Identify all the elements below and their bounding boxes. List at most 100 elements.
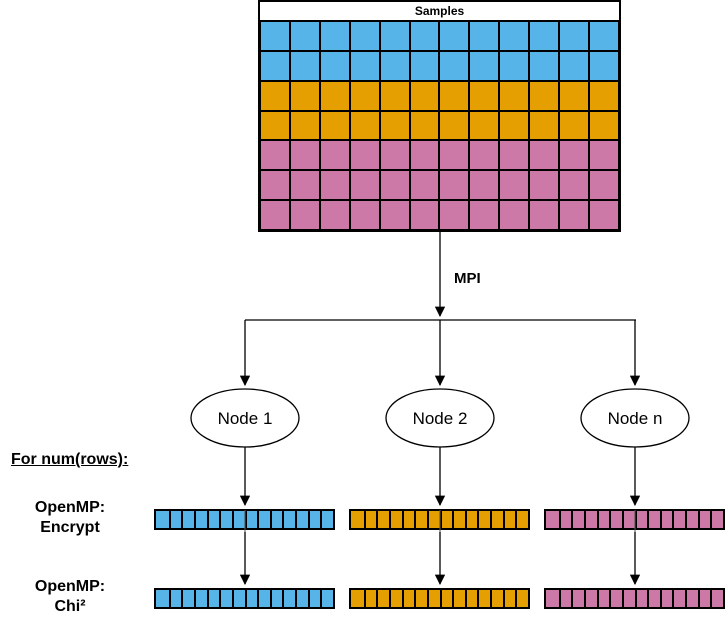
sample-cell-pink bbox=[349, 170, 380, 201]
bar-cell-orange bbox=[376, 511, 389, 528]
bar-cell-blue bbox=[219, 511, 232, 528]
bar-cell-pink bbox=[546, 590, 559, 607]
bar-cell-orange bbox=[426, 511, 440, 528]
samples-table-header: Samples bbox=[260, 2, 619, 21]
sample-cell-orange bbox=[319, 80, 350, 111]
bar-cell-blue bbox=[282, 590, 296, 607]
sample-cell-orange bbox=[559, 110, 590, 141]
bar-cell-pink bbox=[685, 590, 698, 607]
openmp-encrypt-line1: OpenMP: bbox=[34, 499, 106, 516]
bar-cell-blue bbox=[181, 511, 194, 528]
sample-cell-pink bbox=[439, 140, 470, 171]
sample-cell-pink bbox=[319, 170, 350, 201]
sample-cell-orange bbox=[439, 110, 470, 141]
sample-cell-blue bbox=[499, 21, 530, 51]
bar-cell-orange bbox=[388, 511, 402, 528]
bar-cell-pink bbox=[710, 511, 723, 528]
node-ellipse-2 bbox=[385, 388, 495, 448]
bar-cell-orange bbox=[414, 511, 427, 528]
bar-cell-pink bbox=[609, 590, 622, 607]
sample-cell-pink bbox=[559, 170, 590, 201]
sample-cell-blue bbox=[409, 50, 440, 81]
sample-cell-orange bbox=[499, 80, 530, 111]
sample-cell-pink bbox=[409, 170, 440, 201]
chi-bar-orange bbox=[349, 588, 530, 609]
sample-cell-orange bbox=[289, 110, 320, 141]
sample-cell-pink bbox=[379, 200, 410, 230]
sample-cell-orange bbox=[469, 110, 500, 141]
bar-cell-pink bbox=[571, 590, 584, 607]
sample-cell-pink bbox=[289, 170, 320, 201]
sample-cell-pink bbox=[529, 200, 560, 230]
bar-cell-pink bbox=[609, 511, 622, 528]
bar-cell-orange bbox=[351, 590, 364, 607]
sample-cell-blue bbox=[559, 21, 590, 51]
sample-cell-orange bbox=[379, 110, 410, 141]
chi-bar-blue bbox=[154, 588, 335, 609]
bar-cell-pink bbox=[596, 590, 610, 607]
node-label-3: Node n bbox=[608, 409, 663, 428]
sample-cell-orange bbox=[529, 110, 560, 141]
bar-cell-orange bbox=[477, 590, 491, 607]
sample-cell-pink bbox=[289, 140, 320, 171]
sample-cell-blue bbox=[379, 21, 410, 51]
bar-cell-orange bbox=[464, 590, 478, 607]
sample-cell-blue bbox=[260, 50, 290, 81]
sample-cell-orange bbox=[409, 110, 440, 141]
sample-cell-pink bbox=[499, 200, 530, 230]
bar-cell-blue bbox=[156, 511, 169, 528]
sample-cell-orange bbox=[469, 80, 500, 111]
bar-cell-orange bbox=[452, 590, 465, 607]
bar-cell-blue bbox=[269, 511, 283, 528]
sample-cell-pink bbox=[529, 140, 560, 171]
sample-cell-blue bbox=[349, 21, 380, 51]
bar-cell-pink bbox=[558, 590, 572, 607]
bar-cell-blue bbox=[320, 511, 333, 528]
bar-cell-pink bbox=[647, 511, 660, 528]
bar-cell-orange bbox=[490, 511, 503, 528]
bar-cell-blue bbox=[231, 590, 245, 607]
bar-cell-pink bbox=[697, 511, 711, 528]
bar-cell-pink bbox=[659, 511, 673, 528]
bar-cell-orange bbox=[388, 590, 402, 607]
sample-cell-pink bbox=[319, 140, 350, 171]
sample-cell-orange bbox=[260, 80, 290, 111]
sample-cell-orange bbox=[349, 110, 380, 141]
chi-bar-pink bbox=[544, 588, 725, 609]
sample-cell-blue bbox=[319, 21, 350, 51]
bar-cell-blue bbox=[206, 511, 220, 528]
sample-cell-pink bbox=[529, 170, 560, 201]
bar-cell-pink bbox=[621, 590, 635, 607]
sample-cell-pink bbox=[439, 170, 470, 201]
node-ellipse-3 bbox=[580, 388, 690, 448]
bar-cell-blue bbox=[282, 511, 296, 528]
sample-cell-blue bbox=[529, 50, 560, 81]
sample-cell-blue bbox=[589, 21, 619, 51]
bar-cell-orange bbox=[515, 511, 528, 528]
encrypt-bar-blue bbox=[154, 509, 335, 530]
samples-table: Samples bbox=[258, 0, 621, 232]
sample-cell-blue bbox=[260, 21, 290, 51]
sample-cell-blue bbox=[289, 50, 320, 81]
sample-cell-pink bbox=[439, 200, 470, 230]
sample-cell-pink bbox=[379, 170, 410, 201]
bar-cell-blue bbox=[307, 511, 321, 528]
bar-cell-orange bbox=[477, 511, 491, 528]
bar-cell-orange bbox=[515, 590, 528, 607]
bar-cell-pink bbox=[621, 511, 635, 528]
sample-cell-blue bbox=[439, 21, 470, 51]
bar-cell-pink bbox=[558, 511, 572, 528]
sample-cell-orange bbox=[260, 110, 290, 141]
sample-cell-pink bbox=[349, 140, 380, 171]
sample-cell-orange bbox=[289, 80, 320, 111]
sample-cell-pink bbox=[499, 140, 530, 171]
sample-cell-blue bbox=[589, 50, 619, 81]
bar-cell-blue bbox=[219, 590, 232, 607]
bar-cell-pink bbox=[672, 511, 686, 528]
sample-cell-pink bbox=[409, 140, 440, 171]
bar-cell-blue bbox=[320, 590, 333, 607]
bar-cell-orange bbox=[401, 590, 415, 607]
bar-cell-orange bbox=[414, 590, 427, 607]
node-ellipse-1 bbox=[190, 388, 300, 448]
bar-cell-pink bbox=[659, 590, 673, 607]
